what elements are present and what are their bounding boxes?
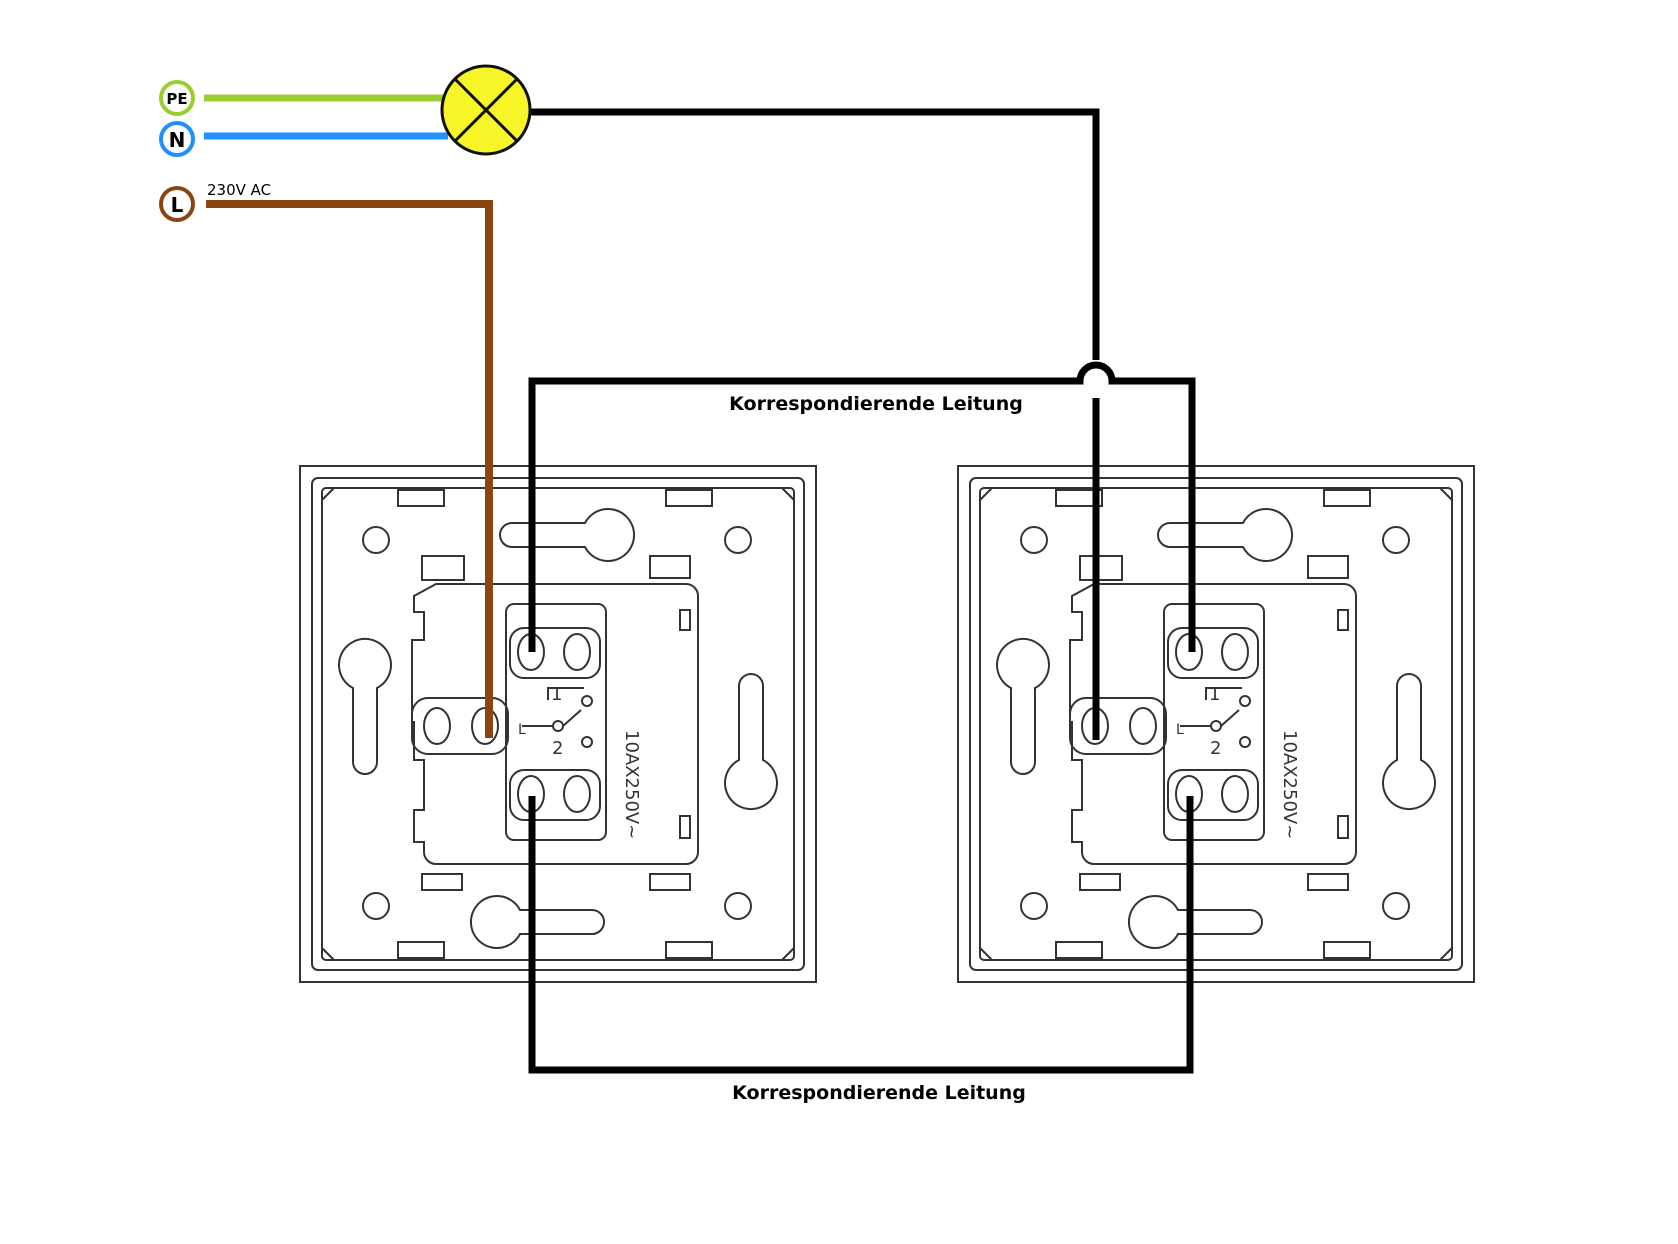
switch-right-common-label: L [1176,722,1184,738]
pe-terminal: PE [159,80,195,116]
switch-right-pos2-label: 2 [1210,738,1221,759]
pe-badge-label: PE [166,90,187,108]
l-terminal: L [159,186,195,222]
pe-badge-circle [159,80,195,116]
traveler-label-bottom: Korrespondierende Leitung [732,1082,1026,1104]
n-badge-circle [159,121,195,157]
switch-left-common-label: L [518,722,526,738]
l-badge-label: L [171,193,184,217]
switch-left-pos2-label: 2 [552,738,563,759]
switch-left-inner-frame [311,477,805,971]
switch-right-outer-frame [957,465,1475,983]
traveler-label-top: Korrespondierende Leitung [729,393,1023,415]
lamp-cross-line-2 [453,77,519,143]
live-wire [206,200,493,738]
switch-left [299,465,817,983]
switch-left-pos1-label: 1 [551,684,562,705]
switch-right [957,465,1475,983]
switch-right-plate [979,487,1453,961]
switch-left-outer-frame [299,465,817,983]
switch-right-rating: 10AX250V~ [1279,730,1300,839]
supply-voltage-label: 230V AC [207,181,271,199]
switch-left-plate [321,487,795,961]
n-badge-label: N [169,128,186,152]
n-terminal: N [159,121,195,157]
switch-right-labels: 1 2 L 10AX250V~ [1176,684,1300,839]
l-badge-circle [159,186,195,222]
lamp [440,64,532,156]
lamp-switch-wire [530,108,1100,360]
switch-left-labels: 1 2 L 10AX250V~ [518,684,642,839]
traveler-wire-bottom [528,796,1194,1074]
traveler-wire-top [528,361,1196,652]
switch-right-inner-frame [969,477,1463,971]
switch-right-pos1-label: 1 [1209,684,1220,705]
switch-left-rating: 10AX250V~ [621,730,642,839]
